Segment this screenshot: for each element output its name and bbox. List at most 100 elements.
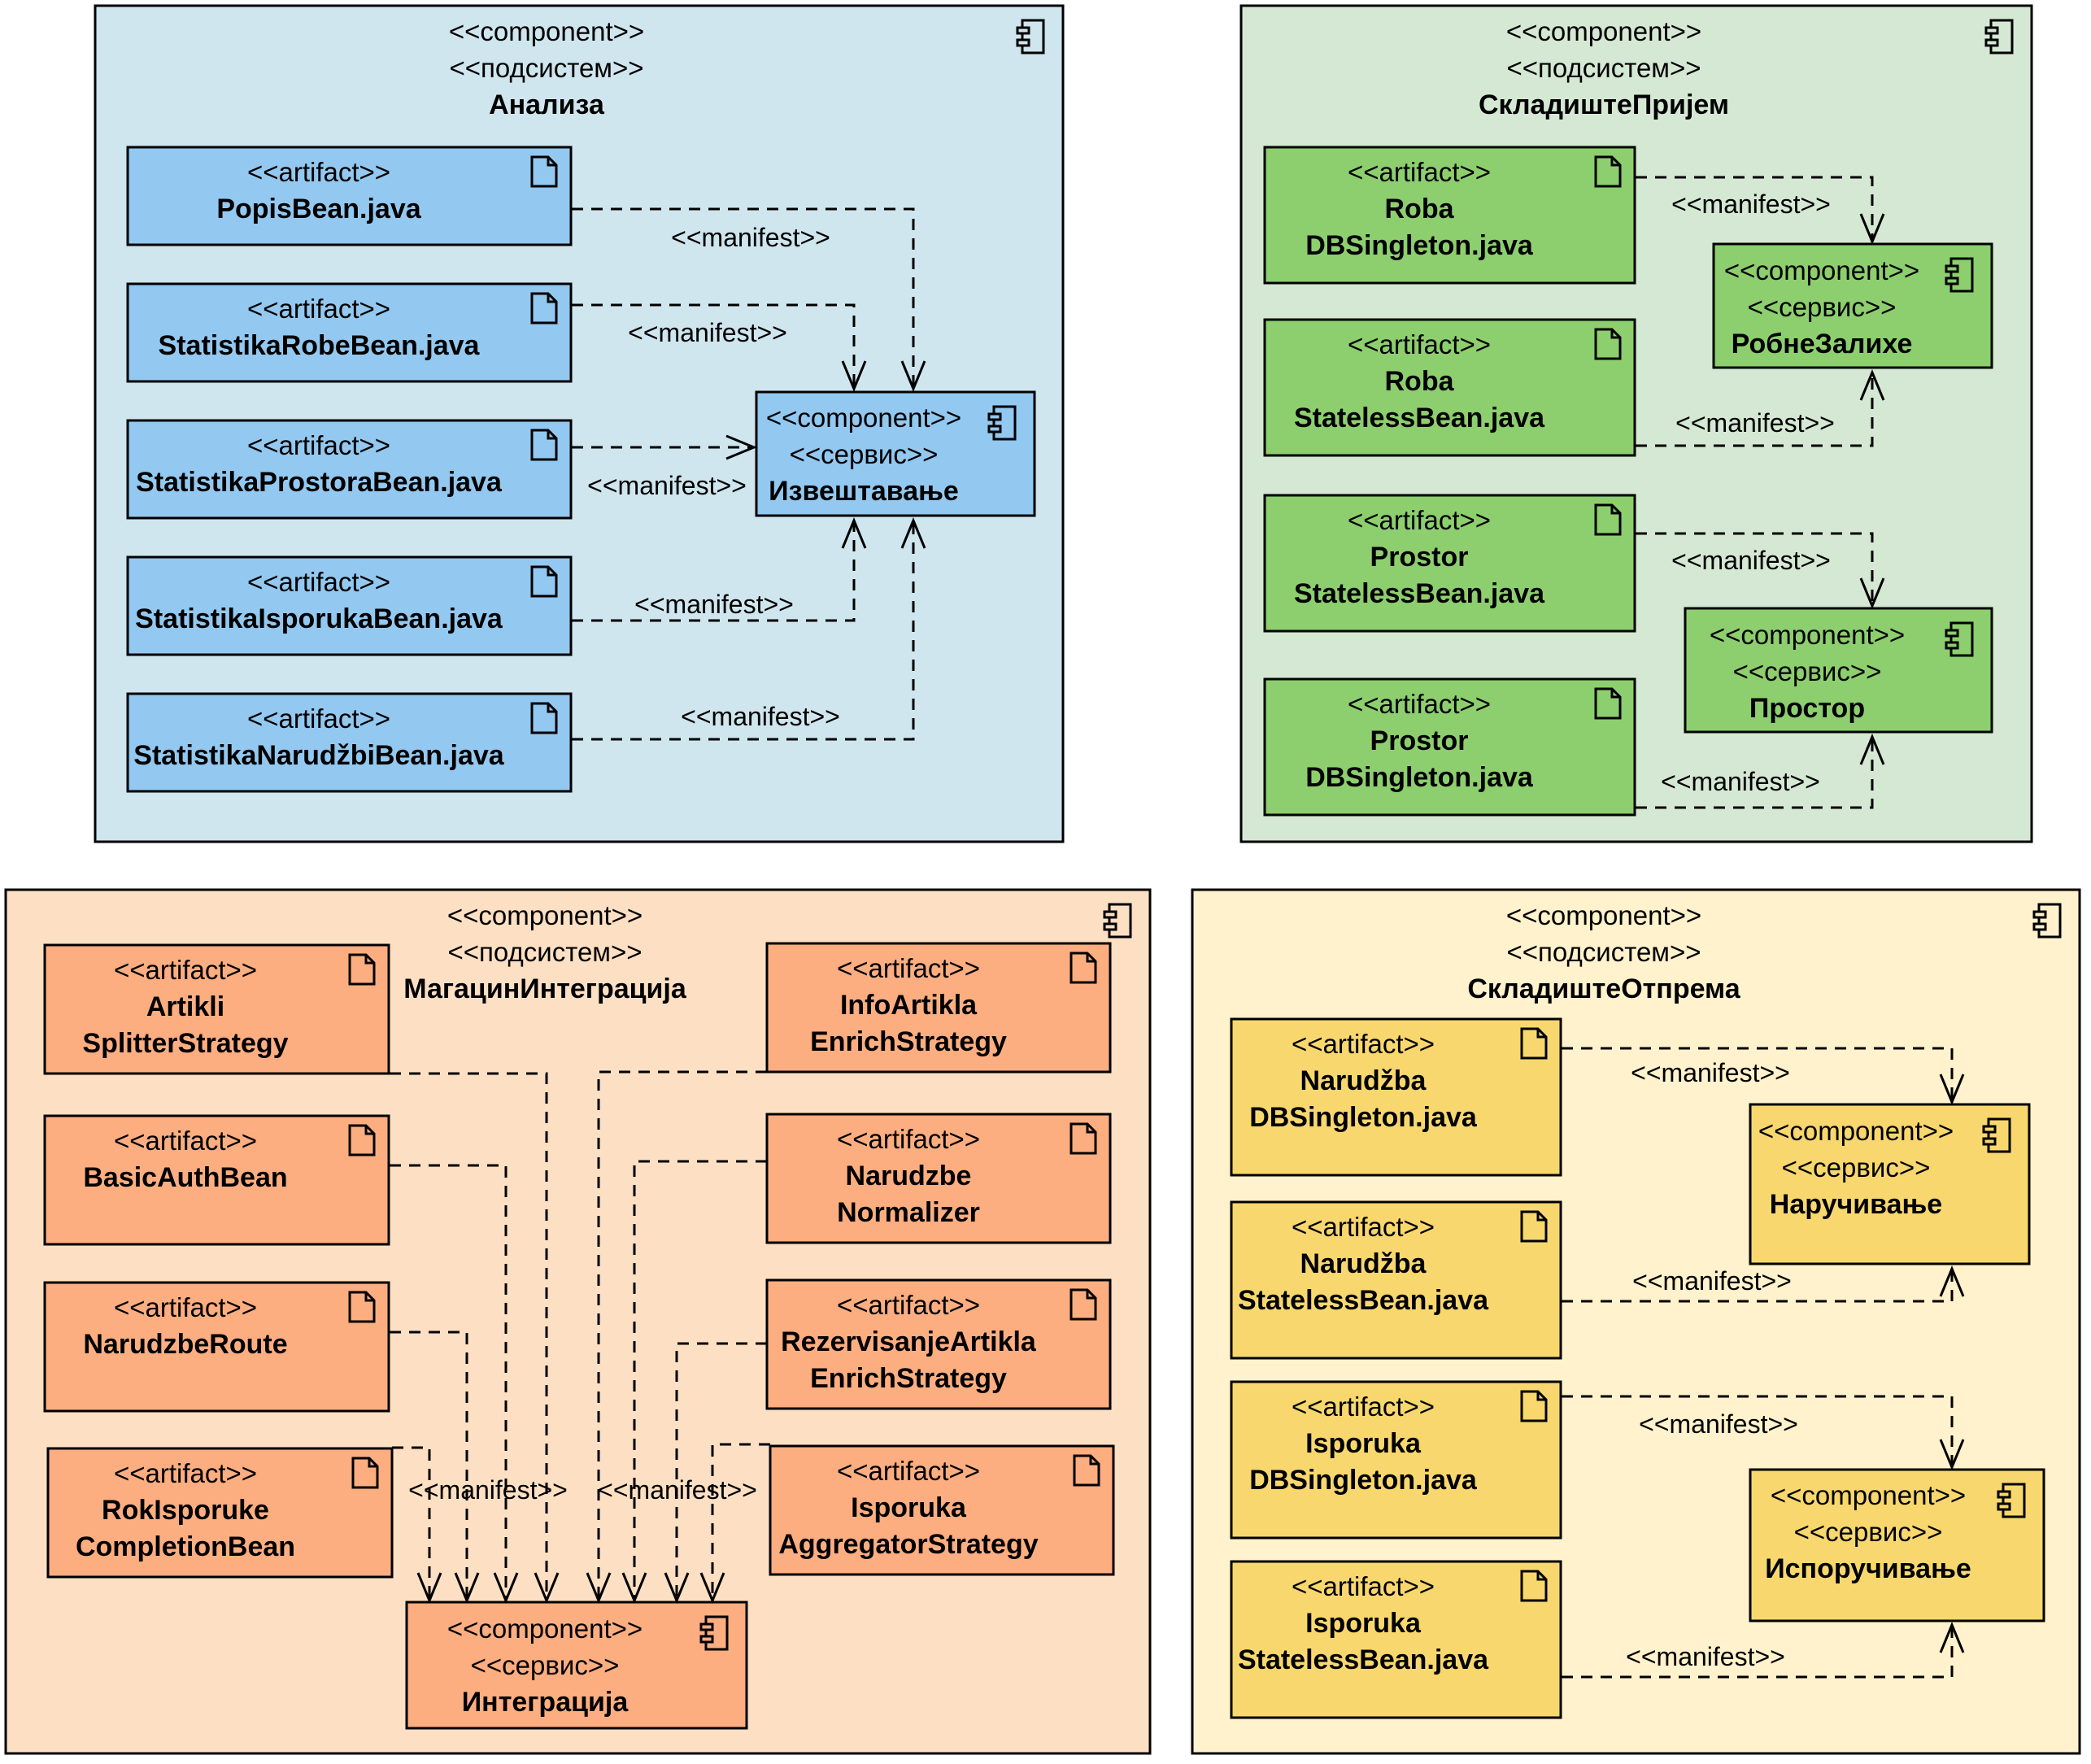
subsystem-stereotype: <<подсистем>>	[1506, 53, 1701, 83]
manifest-label: <<manifest>>	[628, 318, 787, 347]
service-name: Наручивање	[1770, 1189, 1942, 1220]
artifact-box[interactable]: <<artifact>>NarudzbeRoute	[43, 1281, 390, 1413]
manifest-label: <<manifest>>	[587, 471, 747, 500]
artifact-stereotype: <<artifact>>	[1348, 157, 1491, 187]
subsystem-stereotype: <<component>>	[1506, 16, 1701, 46]
manifest-connector	[1636, 369, 1885, 447]
artifact-name: Prostor	[1370, 542, 1469, 573]
manifest-connector	[664, 1342, 767, 1604]
open-arrowhead	[841, 360, 867, 392]
subsystem-name: СкладиштеПријем	[1479, 89, 1729, 120]
manifest-connector	[392, 1446, 442, 1604]
manifest-label: <<manifest>>	[1661, 767, 1820, 796]
open-arrowhead	[621, 1572, 647, 1604]
service-stereotype: <<сервис>>	[1748, 292, 1897, 322]
service-component[interactable]: <<component>><<сервис>>Испоручивање	[1749, 1468, 2045, 1622]
artifact-name: StatistikaIsporukaBean.java	[135, 603, 503, 634]
artifact-name: StatelessBean.java	[1294, 403, 1545, 433]
manifest-label: <<manifest>>	[598, 1475, 757, 1505]
open-arrowhead	[1859, 369, 1885, 401]
artifact-stereotype: <<artifact>>	[1292, 1212, 1435, 1242]
artifact-box[interactable]: <<artifact>>StatistikaIsporukaBean.java	[126, 555, 573, 656]
artifact-name: EnrichStrategy	[810, 1363, 1007, 1394]
open-arrowhead	[1939, 1622, 1965, 1653]
manifest-connector	[390, 1331, 480, 1604]
document-icon	[1594, 155, 1622, 188]
artifact-stereotype: <<artifact>>	[1348, 689, 1491, 719]
artifact-name: DBSingleton.java	[1305, 230, 1534, 261]
manifest-connector	[572, 207, 926, 392]
service-component[interactable]: <<component>><<сервис>>Наручивање	[1749, 1103, 2031, 1265]
artifact-name: Roba	[1385, 366, 1455, 397]
document-icon	[530, 565, 558, 598]
artifact-name: DBSingleton.java	[1249, 1465, 1478, 1496]
artifact-name: StatistikaProstoraBean.java	[136, 467, 503, 498]
open-arrowhead	[586, 1572, 612, 1604]
service-component[interactable]: <<component>><<сервис>>Простор	[1684, 607, 1993, 734]
document-icon	[1520, 1210, 1548, 1243]
artifact-box[interactable]: <<artifact>>BasicAuthBean	[43, 1114, 390, 1246]
subsystem-stereotype: <<component>>	[449, 16, 644, 46]
manifest-label: <<manifest>>	[1631, 1058, 1790, 1087]
open-arrowhead	[1859, 213, 1885, 245]
component-icon	[699, 1615, 729, 1651]
artifact-box[interactable]: <<artifact>>PopisBean.java	[126, 146, 573, 246]
manifest-label: <<manifest>>	[1671, 546, 1831, 575]
component-icon	[1945, 621, 1974, 657]
document-icon	[1520, 1390, 1548, 1422]
artifact-name: StatelessBean.java	[1238, 1285, 1489, 1316]
artifact-name: CompletionBean	[76, 1531, 295, 1562]
document-icon	[530, 702, 558, 734]
artifact-box[interactable]: <<artifact>>RezervisanjeArtiklaEnrichStr…	[765, 1278, 1112, 1410]
service-name: Интеграција	[462, 1687, 629, 1718]
artifact-stereotype: <<artifact>>	[114, 1458, 257, 1488]
component-icon	[1103, 903, 1132, 939]
artifact-stereotype: <<artifact>>	[114, 955, 257, 985]
open-arrowhead	[841, 517, 867, 549]
artifact-name: Normalizer	[837, 1197, 980, 1228]
service-stereotype: <<component>>	[1724, 255, 1919, 285]
component-icon	[1016, 19, 1045, 54]
artifact-stereotype: <<artifact>>	[837, 953, 980, 983]
service-component[interactable]: <<component>><<сервис>>Интеграција	[405, 1601, 748, 1730]
open-arrowhead	[1939, 1074, 1965, 1105]
artifact-name: Prostor	[1370, 725, 1469, 756]
open-arrowhead	[725, 434, 757, 460]
artifact-stereotype: <<artifact>>	[114, 1126, 257, 1156]
open-arrowhead	[900, 360, 926, 392]
manifest-connector	[586, 1070, 767, 1604]
manifest-connector	[572, 517, 867, 622]
manifest-label: <<manifest>>	[408, 1475, 568, 1505]
artifact-name: DBSingleton.java	[1249, 1102, 1478, 1133]
artifact-box[interactable]: <<artifact>> StatistikaProstoraBean.java	[126, 419, 573, 520]
open-arrowhead	[699, 1572, 725, 1604]
artifact-name: Narudžba	[1300, 1248, 1427, 1279]
service-component[interactable]: <<component>><<сервис>>РобнеЗалихе	[1712, 242, 1993, 369]
manifest-connector	[390, 1164, 519, 1604]
manifest-label: <<manifest>>	[681, 702, 840, 731]
artifact-stereotype: <<artifact>>	[247, 430, 390, 460]
document-icon	[1073, 1454, 1100, 1487]
document-icon	[1069, 1122, 1097, 1155]
artifact-box[interactable]: <<artifact>>StatistikaRobeBean.java	[126, 282, 573, 383]
service-component[interactable]: <<component>><<сервис>>Извештавање	[755, 390, 1036, 517]
artifact-box[interactable]: <<artifact>>StatistikaNarudžbiBean.java	[126, 692, 573, 793]
artifact-stereotype: <<artifact>>	[247, 703, 390, 734]
component-icon	[2032, 903, 2062, 939]
service-stereotype: <<component>>	[1771, 1480, 1966, 1510]
document-icon	[1520, 1027, 1548, 1060]
